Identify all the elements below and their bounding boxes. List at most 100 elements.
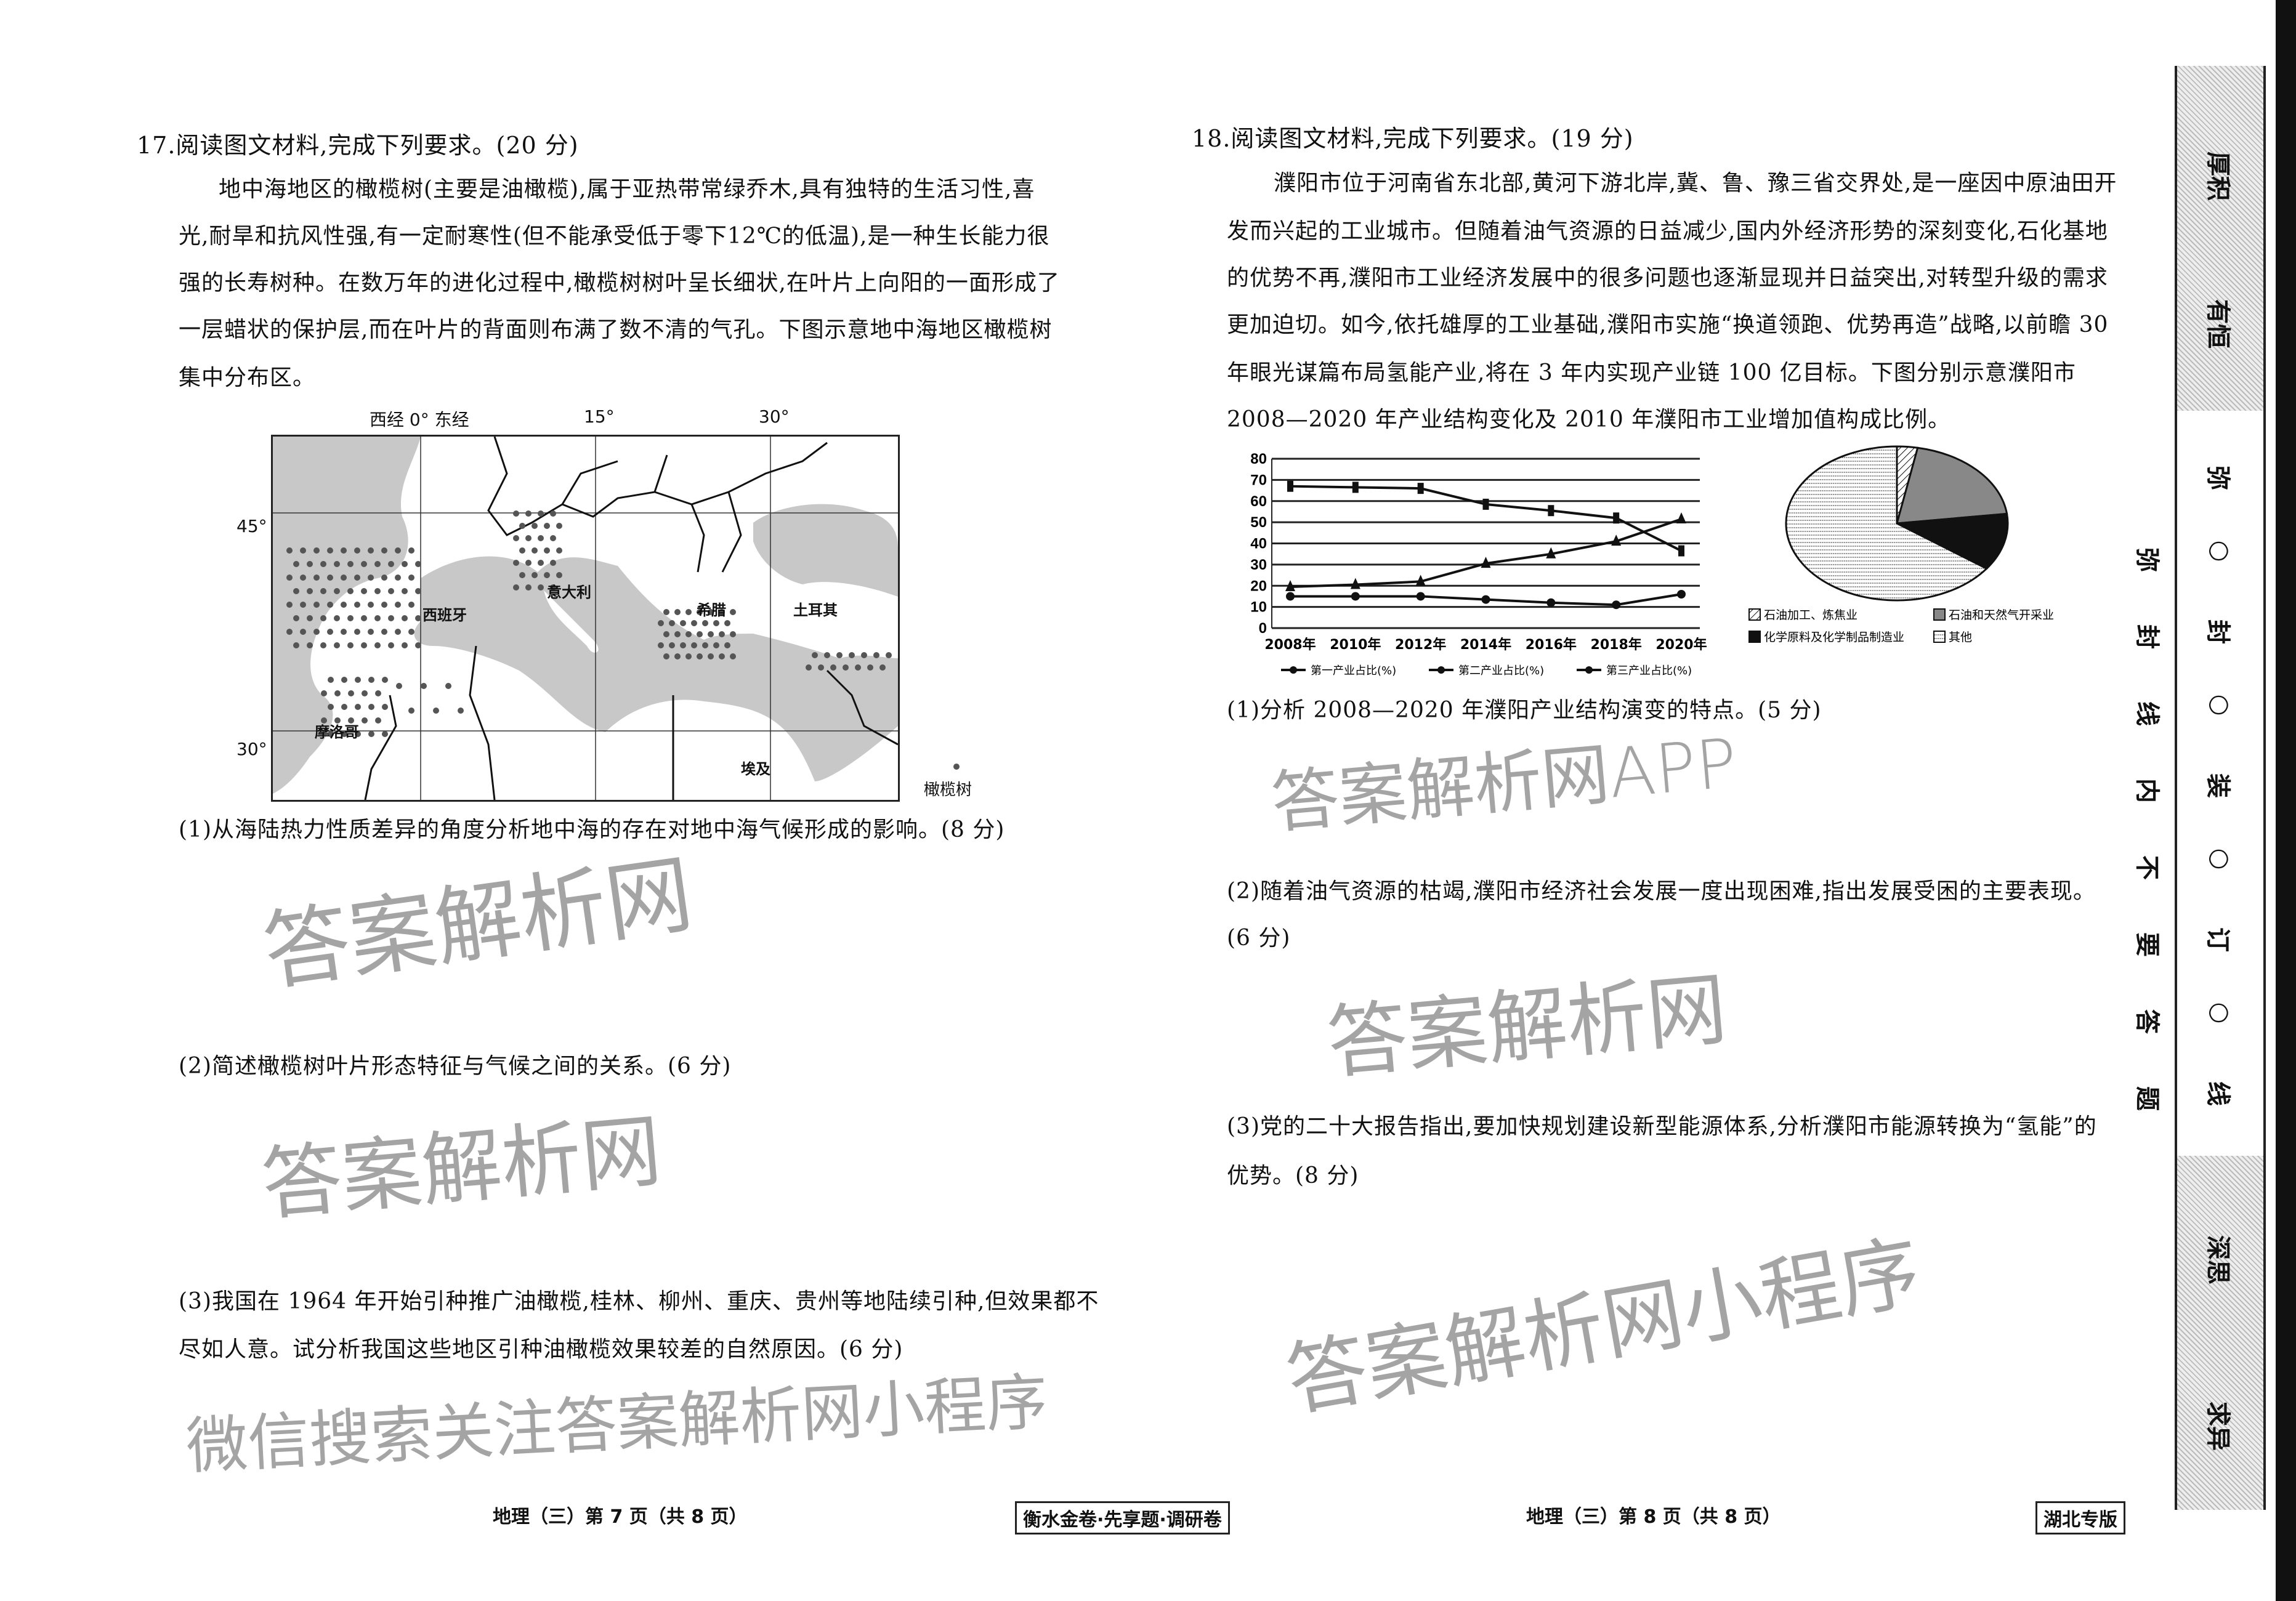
olive-dot <box>355 731 361 737</box>
q18-sub2-line: (2)随着油气资源的枯竭,濮阳市经济社会发展一度出现困难,指出发展受困的主要表现… <box>1227 879 2096 904</box>
olive-dot <box>321 690 327 696</box>
olive-dot <box>382 704 388 710</box>
olive-dot <box>334 717 341 724</box>
watermark: 答案解析网小程序 <box>1280 1224 1927 1428</box>
olive-dot <box>806 664 812 671</box>
y-tick-label: 60 <box>1250 493 1267 510</box>
olive-dot <box>375 690 381 696</box>
data-point <box>1677 590 1686 599</box>
olive-dot <box>544 523 550 529</box>
olive-dot <box>702 642 708 648</box>
data-point <box>1612 600 1621 610</box>
olive-dot <box>513 584 519 591</box>
data-point <box>1287 480 1293 492</box>
y-tick-label: 30 <box>1250 557 1267 573</box>
olive-dot <box>388 615 394 621</box>
olive-dot <box>388 561 394 567</box>
footer-page8: 地理（三）第 8 页（共 8 页） <box>1526 1506 1781 1528</box>
olive-dot <box>362 690 368 696</box>
olive-dot <box>697 609 703 615</box>
olive-dot <box>824 652 830 658</box>
olive-dot <box>550 584 556 591</box>
olive-dot <box>663 609 669 615</box>
olive-dot <box>719 631 725 637</box>
olive-dot <box>396 683 402 689</box>
olive-dot <box>374 615 381 621</box>
q17-sub3-line: (3)我国在 1964 年开始引种推广油橄榄,桂林、柳州、重庆、贵州等地陆续引种… <box>179 1289 1099 1314</box>
olive-dot <box>532 523 538 529</box>
map-label-egypt: 埃及 <box>741 760 770 778</box>
q18-para-line: 发而兴起的工业城市。但随着油气资源的日益减少,国内外经济形势的深刻变化,石化基地 <box>1227 219 2108 244</box>
olive-dot <box>719 653 725 659</box>
olive-dot <box>347 615 354 621</box>
olive-dot <box>669 620 675 626</box>
olive-dot <box>674 631 681 637</box>
olive-dot <box>320 615 326 621</box>
data-point <box>1352 482 1359 493</box>
olive-dot <box>286 575 293 581</box>
olive-dot <box>513 510 519 517</box>
olive-dot <box>374 561 381 567</box>
olive-dot <box>334 615 340 621</box>
olive-dot <box>361 615 367 621</box>
binding-strip: 厚积 有恒 弥○封○装○订○线 深思 求异 <box>2175 66 2266 1510</box>
olive-dot <box>341 575 347 581</box>
olive-dot <box>300 575 306 581</box>
x-tick-label: 2010年 <box>1330 637 1381 653</box>
olive-dot <box>415 615 421 621</box>
q17-para-line: 地中海地区的橄榄树(主要是油橄榄),属于亚热带常绿乔木,具有独特的生活习性,喜 <box>219 177 1035 202</box>
olive-dot <box>836 652 843 658</box>
map-label-italy: 意大利 <box>547 584 591 601</box>
olive-dot <box>658 620 664 626</box>
q18-sub1: (1)分析 2008—2020 年濮阳产业结构演变的特点。(5 分) <box>1227 698 1822 723</box>
olive-dot <box>812 652 818 658</box>
strip-motto: 求异 <box>2204 1401 2232 1451</box>
y-tick-label: 80 <box>1250 451 1267 467</box>
footer-series-title: 衡水金卷·先享题·调研卷 <box>1015 1501 1230 1534</box>
data-point <box>1416 592 1425 601</box>
olive-dot <box>381 602 387 608</box>
legend-swatch <box>1933 631 1946 643</box>
olive-dot <box>433 708 439 714</box>
legend-swatch <box>1933 608 1946 621</box>
olive-dot <box>408 575 414 581</box>
watermark: 答案解析网APP <box>1268 723 1740 843</box>
circle-mark-icon: ○ <box>2206 540 2234 562</box>
olive-dot <box>347 588 354 594</box>
olive-dot <box>395 629 401 635</box>
olive-dot <box>713 642 719 648</box>
olive-dot <box>663 653 669 659</box>
pie-slice <box>1895 446 2008 525</box>
olive-dot <box>685 653 692 659</box>
olive-dot <box>354 629 360 635</box>
q17-para-line: 强的长寿树种。在数万年的进化过程中,橄榄树树叶呈长细状,在叶片上向阳的一面形成了 <box>179 270 1060 296</box>
olive-dot <box>867 664 873 671</box>
olive-dot <box>730 653 736 659</box>
x-tick-label: 2012年 <box>1395 637 1446 653</box>
olive-dot <box>361 642 367 648</box>
olive-dot <box>368 629 374 635</box>
pie-slice <box>1785 445 1989 602</box>
map-label-spain: 西班牙 <box>422 607 467 624</box>
map-lon-label: 30° <box>759 406 790 427</box>
x-tick-label: 2020年 <box>1655 637 1707 653</box>
strip-hatch-top <box>2177 66 2263 411</box>
olive-dot <box>697 631 703 637</box>
olive-dot <box>415 561 421 567</box>
mediterranean-olive-map: 西班牙 意大利 希腊 土耳其 摩洛哥 埃及 <box>271 435 900 802</box>
olive-dot <box>368 547 374 554</box>
circle-mark-icon: ○ <box>2206 848 2234 870</box>
q18-sub2-line: (6 分) <box>1227 926 1291 951</box>
olive-dot <box>328 677 334 683</box>
olive-dot <box>300 629 306 635</box>
olive-dot <box>849 652 855 658</box>
olive-dot <box>368 731 374 737</box>
olive-dot <box>348 690 354 696</box>
olive-dot <box>382 677 388 683</box>
olive-dot <box>525 535 532 541</box>
olive-dot <box>532 572 538 578</box>
q18-para-line: 更加迫切。如今,依托雄厚的工业基础,濮阳市实施“换道领跑、优势再造”战略,以前瞻… <box>1227 312 2109 337</box>
olive-dot <box>415 642 421 648</box>
olive-dot <box>293 642 299 648</box>
olive-dot <box>708 653 714 659</box>
